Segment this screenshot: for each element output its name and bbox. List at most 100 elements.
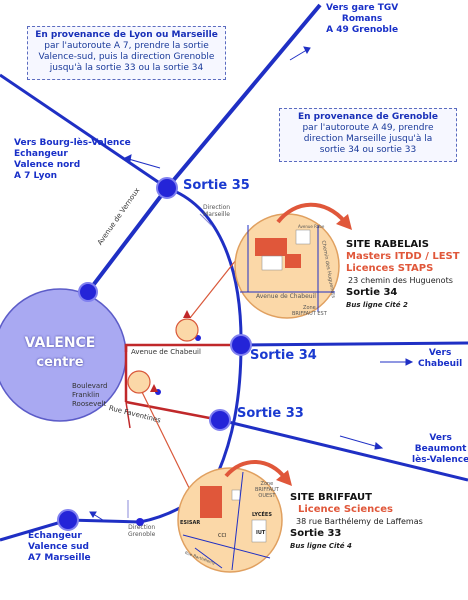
node-33[interactable]: [209, 409, 231, 431]
street-faventines: [125, 400, 221, 422]
road-beaumont: [219, 418, 468, 482]
direction-bourg: Vers Bourg-lès-Valence Echangeur Valence…: [14, 138, 131, 182]
briffaut-building-3: [251, 519, 267, 543]
direction-sud-line: Valence sud: [28, 542, 89, 552]
briffaut-inset-zone: Zone BRIFFAUT OUEST: [255, 481, 279, 499]
rabelais-arrowhead: [336, 214, 352, 230]
dir-marseille-line: Marseille: [203, 211, 230, 218]
briffaut-address: 38 rue Barthélemy de Laffemas: [296, 517, 423, 526]
road-chabeuil: [240, 341, 468, 347]
briffaut-inset-zone-line: OUEST: [258, 493, 276, 499]
direction-bourg-line: Vers Bourg-lès-Valence: [14, 138, 131, 148]
note-grenoble-line: sortie 34 ou sortie 33: [319, 145, 417, 155]
dir-grenoble-label: Direction Grenoble: [128, 524, 155, 538]
direction-sud-line: A7 Marseille: [28, 553, 91, 563]
briffaut-pointer: [141, 391, 196, 501]
rabelais-line1: Masters ITDD / LEST: [346, 251, 460, 262]
road-bourg: [0, 73, 168, 190]
note-grenoble-title: En provenance de Grenoble: [297, 112, 438, 122]
node-35[interactable]: [156, 177, 178, 199]
dir-grenoble-line: Direction: [128, 524, 156, 531]
node-south[interactable]: [57, 509, 79, 531]
briffaut-street-2: [182, 534, 271, 559]
rabelais-building-3: [285, 254, 301, 268]
briffaut-arrow: [224, 460, 287, 480]
valence-sub: centre: [36, 355, 84, 370]
rabelais-address: 23 chemin des Huguenots: [348, 276, 453, 285]
direction-beaumont: Vers Beaumont lès-Valence: [412, 433, 468, 466]
road-boulevard-line: Boulevard: [72, 382, 108, 390]
rabelais-line2: Licences STAPS: [346, 263, 434, 274]
rabelais-marker[interactable]: [175, 318, 199, 342]
note-grenoble-line: direction Marseille jusqu'à la: [303, 134, 433, 144]
briffaut-title: SITE BRIFFAUT: [290, 492, 372, 503]
node-small-1: [136, 518, 144, 526]
dir-grenoble-line: Grenoble: [128, 531, 156, 538]
rabelais-arrow: [276, 202, 347, 224]
briffaut-inset-esisar: ESISAR: [180, 520, 201, 526]
rabelais-title: SITE RABELAIS: [346, 239, 429, 250]
direction-chabeuil-line: Vers: [428, 348, 452, 358]
valence-name: VALENCE: [24, 335, 96, 351]
road-valence-sud: [0, 518, 69, 542]
dir-marseille-label: Direction Marseille: [203, 204, 230, 218]
direction-tgv: Vers gare TGV Romans A 49 Grenoble: [326, 3, 398, 36]
exit-33: Sortie 33: [237, 406, 304, 421]
briffaut-marker[interactable]: [127, 370, 151, 394]
note-grenoble: En provenance de Grenoble par l'autorout…: [279, 108, 457, 162]
street-spur: [125, 401, 131, 429]
direction-beaumont-line: Vers: [429, 433, 452, 443]
direction-bourg-line: Valence nord: [14, 160, 81, 170]
location-marker-1: [183, 310, 191, 318]
rabelais-inset-zone-line: BRIFFAUT EST: [292, 311, 327, 317]
note-grenoble-line: par l'autoroute A 49, prendre: [302, 123, 434, 133]
note-lyon-line: par l'autoroute A 7, prendre la sortie: [44, 41, 209, 51]
direction-beaumont-line: lès-Valence: [412, 455, 468, 465]
direction-arrows: [89, 46, 414, 523]
briffaut-inset-lycees: LYCÉES: [252, 512, 272, 518]
dir-marseille-line: Direction: [203, 204, 231, 211]
briffaut-street-1: [231, 471, 244, 571]
rabelais-info: SITE RABELAIS Masters ITDD / LEST Licenc…: [346, 239, 460, 311]
briffaut-info: SITE BRIFFAUT Licence Sciences 38 rue Ba…: [290, 492, 423, 552]
note-lyon-line: Valence-sud, puis la direction Grenoble: [38, 52, 215, 62]
briffaut-inset-zone-line: BRIFFAUT: [255, 487, 279, 493]
direction-sud-line: Échangeur: [28, 531, 82, 541]
rabelais-inset-zone-line: Zone: [303, 305, 316, 311]
rabelais-inset-zone: Zone BRIFFAUT EST: [292, 305, 327, 317]
briffaut-inset-zone-line: Zone: [260, 481, 274, 487]
road-boulevard-line: Roosevelt: [72, 400, 107, 408]
node-north[interactable]: [78, 282, 98, 302]
direction-chabeuil: Vers Chabeuil: [418, 348, 462, 370]
rabelais-inset-street: Avenue de Chabeuil: [256, 293, 316, 300]
note-lyon-title: En provenance de Lyon ou Marseille: [35, 30, 218, 40]
location-marker-2: [150, 384, 158, 392]
note-lyon-line: jusqu'à la sortie 33 ou la sortie 34: [49, 63, 204, 73]
direction-chabeuil-line: Chabeuil: [418, 359, 463, 369]
briffaut-exit: Sortie 33: [290, 528, 342, 539]
briffaut-bus: Bus ligne Cité 4: [290, 542, 352, 550]
road-boulevard-label: Boulevard Franklin Roosevelt: [72, 382, 107, 409]
rabelais-building-4: [295, 229, 311, 245]
direction-tgv-line: Romans: [341, 14, 383, 24]
direction-tgv-line: Vers gare TGV: [326, 3, 399, 13]
briffaut-arrowhead: [276, 470, 292, 486]
rabelais-pointer: [189, 259, 237, 319]
valence-centre-label: VALENCE centre: [12, 334, 108, 372]
briffaut-building-2: [231, 489, 241, 501]
road-chabeuil-label: Avenue de Chabeuil: [131, 348, 201, 356]
road-boulevard-line: Franklin: [72, 391, 100, 399]
direction-tgv-line: A 49 Grenoble: [326, 25, 399, 35]
direction-sud: Échangeur Valence sud A7 Marseille: [28, 531, 91, 564]
briffaut-line1: Licence Sciences: [298, 504, 393, 515]
node-34[interactable]: [230, 334, 252, 356]
rabelais-building-1: [255, 238, 287, 256]
exit-35: Sortie 35: [183, 178, 250, 193]
direction-bourg-line: Echangeur: [14, 149, 68, 159]
briffaut-inset-iut: IUT: [256, 530, 266, 536]
briffaut-street-3: [194, 547, 223, 569]
direction-bourg-line: A 7 Lyon: [14, 171, 58, 181]
rabelais-exit: Sortie 34: [346, 287, 398, 298]
rabelais-building-2: [261, 255, 283, 271]
rabelais-inset-rue: Avenue Rabe: [298, 224, 325, 229]
